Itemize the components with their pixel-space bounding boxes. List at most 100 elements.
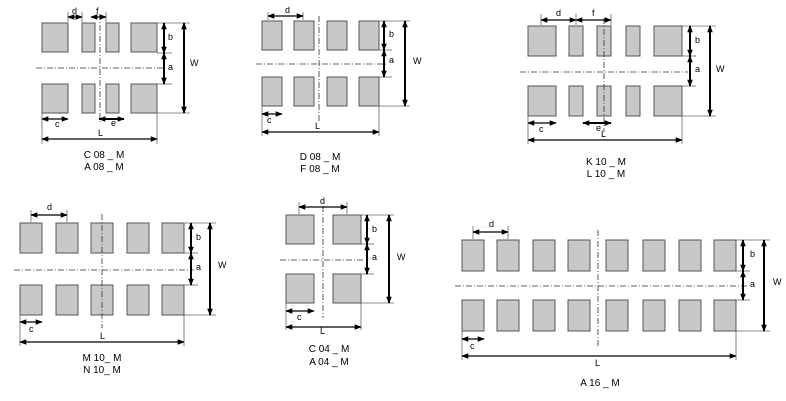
dim-label-L: L (315, 121, 320, 131)
outer-pad-r2-c1 (527, 85, 557, 117)
dim-label-a: a (389, 55, 394, 65)
pad-pad-r2-c2 (332, 273, 362, 304)
dim-label-d: d (320, 196, 325, 206)
inner-pad-r2-c2 (105, 83, 120, 114)
caption-1: C 08 _ M (84, 150, 125, 161)
pad-pad-r2-c2 (55, 284, 79, 316)
dim-label-W: W (413, 56, 422, 66)
dim-label-a: a (168, 62, 173, 72)
dim-label-a: a (372, 252, 377, 262)
pad-pad-r1-c2 (293, 20, 315, 51)
dim-label-d: d (489, 219, 494, 229)
inner-pad-r2-c1 (568, 85, 584, 117)
inner-pad-r1-c3 (625, 25, 641, 57)
pad-pad-r1-c2 (332, 214, 362, 245)
caption-1: C 04 _ M (309, 344, 350, 355)
dim-label-b: b (389, 29, 394, 39)
pad-pad-r1-c3 (532, 239, 556, 272)
pad-pad-r1-c1 (261, 20, 283, 51)
pad-pad-r1-c8 (713, 239, 737, 272)
pad-pad-r2-c2 (496, 299, 520, 332)
dim-label-W: W (397, 252, 406, 262)
pad-pad-r1-c4 (567, 239, 591, 272)
dim-label-W: W (773, 277, 782, 287)
dim-label-a: a (196, 262, 201, 272)
outer-pad-r2-c2 (130, 83, 158, 114)
dim-label-W: W (716, 64, 725, 74)
dim-label-c: c (267, 115, 272, 125)
pad-pad-r2-c1 (285, 273, 315, 304)
dim-label-W: W (190, 58, 199, 68)
dim-label-d: d (556, 8, 561, 18)
pad-pad-r2-c5 (605, 299, 629, 332)
pad-pad-r1-c6 (642, 239, 666, 272)
dim-label-d: d (285, 5, 290, 15)
pad-pad-r2-c8 (713, 299, 737, 332)
outer-pad-r2-c2 (653, 85, 683, 117)
dim-label-c: c (55, 119, 60, 129)
dim-label-c: c (470, 341, 475, 351)
pad-pad-r2-c3 (532, 299, 556, 332)
pad-pad-r2-c1 (461, 299, 485, 332)
outer-pad-r1-c1 (41, 22, 69, 53)
dim-label-b: b (196, 232, 201, 242)
pad-pad-r2-c4 (358, 76, 380, 107)
dim-label-b: b (372, 224, 377, 234)
pad-pad-r1-c1 (461, 239, 485, 272)
pad-pad-r2-c5 (161, 284, 185, 316)
pad-pad-r2-c3 (326, 76, 348, 107)
pad-pad-r1-c1 (285, 214, 315, 245)
caption-2: F 08 _ M (300, 164, 339, 175)
outer-pad-r1-c2 (653, 25, 683, 57)
pad-pad-r1-c5 (605, 239, 629, 272)
dim-label-L: L (601, 129, 606, 139)
dim-label-a: a (695, 64, 700, 74)
caption-1: D 08 _ M (300, 152, 341, 163)
dim-label-L: L (595, 358, 600, 368)
inner-pad-r1-c2 (105, 22, 120, 53)
caption-2: A 04 _ M (309, 357, 348, 368)
dim-label-a: a (750, 279, 755, 289)
pad-pad-r1-c2 (496, 239, 520, 272)
dim-label-c: c (297, 312, 302, 322)
pad-pad-r1-c4 (358, 20, 380, 51)
outer-pad-r2-c1 (41, 83, 69, 114)
pad-pad-r2-c4 (567, 299, 591, 332)
inner-pad-r1-c1 (568, 25, 584, 57)
diagram-d08: d b a WcL D 08 _ MF 08 _ M (256, 5, 422, 175)
dim-label-L: L (98, 128, 103, 138)
dim-label-e: e (111, 118, 116, 128)
pad-pad-r1-c5 (161, 222, 185, 254)
outer-pad-r1-c2 (130, 22, 158, 53)
inner-pad-r2-c1 (81, 83, 96, 114)
dim-label-e: e (596, 123, 601, 133)
caption-1: M 10_ M (83, 353, 122, 364)
inner-pad-r1-c1 (81, 22, 96, 53)
pad-pad-r2-c7 (678, 299, 702, 332)
pad-pad-r1-c2 (55, 222, 79, 254)
pad-pad-r1-c4 (126, 222, 150, 254)
dim-label-d: d (47, 202, 52, 212)
dim-label-L: L (320, 326, 325, 336)
caption-1: A 16 _ M (580, 378, 619, 389)
caption-2: N 10_ M (83, 365, 121, 376)
pad-pad-r2-c6 (642, 299, 666, 332)
outer-pad-r1-c1 (527, 25, 557, 57)
caption-2: A 08 _ M (84, 162, 123, 173)
caption-2: L 10 _ M (587, 169, 626, 180)
dim-label-W: W (218, 260, 227, 270)
pad-pad-r1-c7 (678, 239, 702, 272)
pad-pad-r2-c1 (261, 76, 283, 107)
dim-label-f: f (96, 6, 99, 16)
dim-label-c: c (29, 324, 34, 334)
pad-pad-r2-c1 (19, 284, 43, 316)
dim-label-b: b (750, 249, 755, 259)
pad-pad-r1-c1 (19, 222, 43, 254)
dim-label-b: b (168, 32, 173, 42)
dim-label-f: f (592, 8, 595, 18)
caption-1: K 10 _ M (586, 157, 626, 168)
pad-pad-r2-c2 (293, 76, 315, 107)
